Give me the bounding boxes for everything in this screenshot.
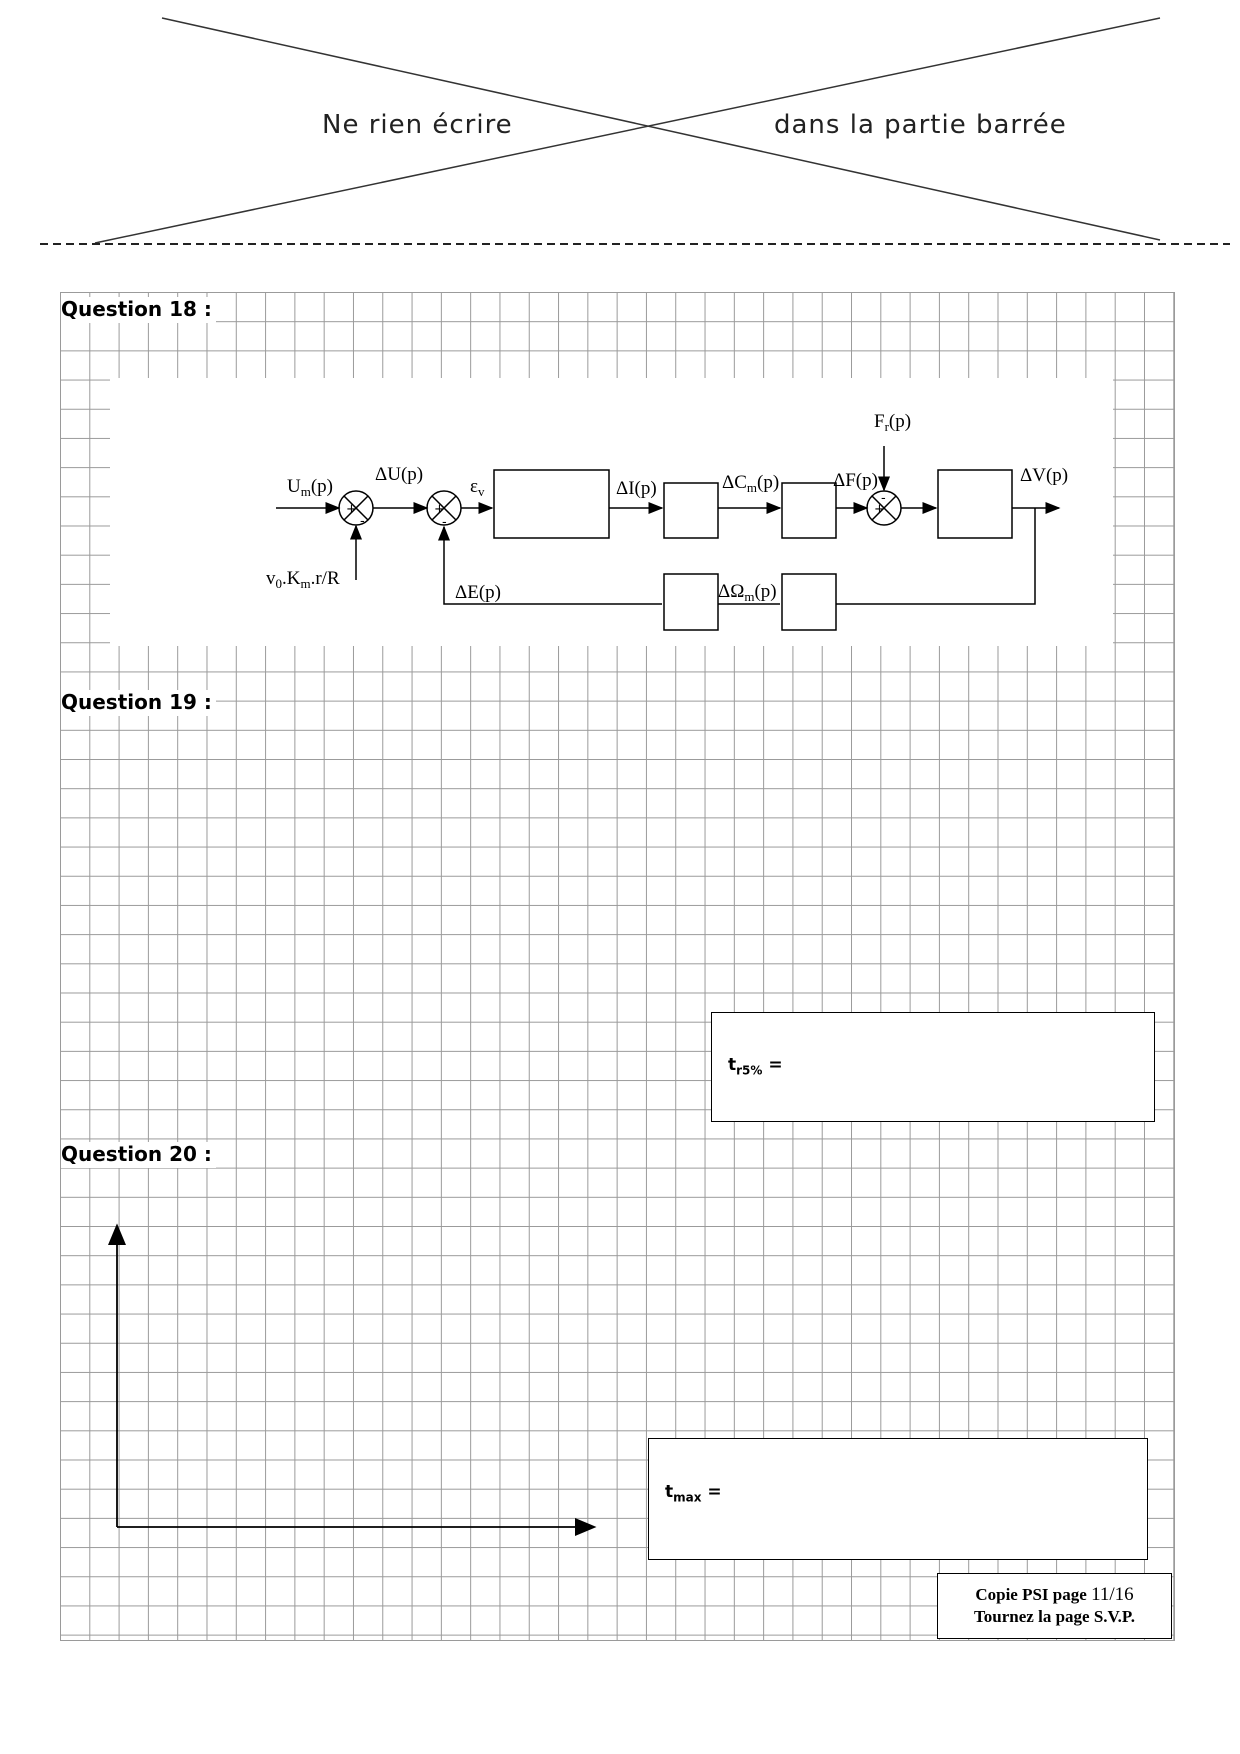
sign-minus-3: - bbox=[881, 491, 886, 506]
sum-junction-2 bbox=[426, 490, 462, 526]
label-dcm: ΔCm(p) bbox=[722, 472, 779, 495]
question-19-label: Question 19 : bbox=[61, 690, 216, 716]
label-du: ΔU(p) bbox=[375, 464, 423, 485]
feedback-line-3 bbox=[438, 525, 662, 605]
banner-left-text: Ne rien écrire bbox=[322, 110, 513, 140]
block-3 bbox=[781, 482, 837, 539]
block-4 bbox=[937, 469, 1013, 539]
label-eps: εv bbox=[470, 476, 485, 499]
block-diagram-panel: + - + - + - Um(p) ΔU(p) εv ΔI(p) ΔCm(p) … bbox=[110, 378, 1113, 646]
footer-line-1: Copie PSI page 11/16 bbox=[975, 1584, 1134, 1605]
block-diagram: + - + - + - Um(p) ΔU(p) εv ΔI(p) ΔCm(p) … bbox=[266, 411, 1068, 631]
crossed-out-banner: Ne rien écrire dans la partie barrée bbox=[0, 0, 1240, 260]
label-fr: Fr(p) bbox=[874, 411, 911, 434]
cross-line-1 bbox=[161, 17, 1161, 241]
sign-plus-2: + bbox=[434, 502, 445, 517]
block-2 bbox=[663, 482, 719, 539]
answer-box-tr5[interactable]: tr5% = bbox=[711, 1012, 1155, 1122]
page-footer: Copie PSI page 11/16 Tournez la page S.V… bbox=[937, 1573, 1172, 1639]
answer-box-tmax[interactable]: tmax = bbox=[648, 1438, 1148, 1560]
block-1 bbox=[493, 469, 610, 539]
label-df: ΔF(p) bbox=[833, 470, 878, 491]
sign-plus-1: + bbox=[346, 502, 357, 517]
cross-lines bbox=[40, 17, 1230, 245]
sign-minus-1: - bbox=[360, 514, 365, 529]
sign-plus-3: + bbox=[874, 502, 885, 517]
answer-label-tmax: tmax = bbox=[665, 1482, 722, 1505]
cross-line-2 bbox=[94, 17, 1161, 244]
label-dv: ΔV(p) bbox=[1020, 465, 1068, 486]
label-di: ΔI(p) bbox=[616, 478, 657, 499]
label-um: Um(p) bbox=[287, 476, 333, 499]
question-18-label: Question 18 : bbox=[61, 297, 216, 323]
block-feedback-2 bbox=[781, 573, 837, 631]
feedback-line-1 bbox=[836, 508, 1036, 605]
sum-junction-1 bbox=[338, 490, 374, 526]
label-v0: v0.Km.r/R bbox=[266, 568, 340, 591]
block-feedback-1 bbox=[663, 573, 719, 631]
label-de: ΔE(p) bbox=[455, 582, 501, 603]
footer-line-2: Tournez la page S.V.P. bbox=[974, 1607, 1135, 1626]
label-dom: ΔΩm(p) bbox=[718, 581, 777, 604]
empty-axes bbox=[108, 1223, 597, 1536]
sum-junction-3 bbox=[866, 490, 902, 526]
answer-label-tr5: tr5% = bbox=[728, 1055, 783, 1078]
banner-right-text: dans la partie barrée bbox=[774, 110, 1067, 140]
sign-minus-2: - bbox=[442, 515, 447, 530]
question-20-label: Question 20 : bbox=[61, 1142, 216, 1168]
